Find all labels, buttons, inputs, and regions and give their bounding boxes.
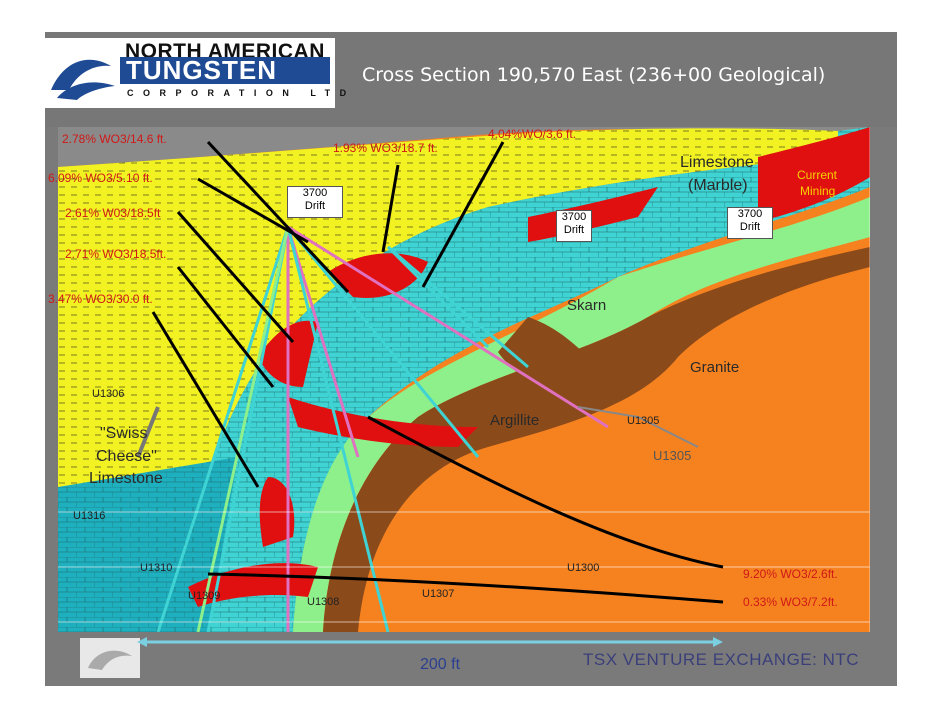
drill-holes (156, 225, 609, 632)
swiss-cheese-label-1: "Swiss (100, 425, 148, 442)
ore-zone-upper (328, 253, 428, 298)
logo-wave-icon (51, 59, 115, 100)
current-mining-label-1: Current (797, 168, 838, 182)
hole-label-u1306: U1306 (92, 388, 125, 400)
drift-1-label: Drift (304, 200, 326, 212)
footer-logo-icon (80, 638, 140, 678)
assay-label-5: 3.47% WO3/30.0 ft. (48, 292, 153, 306)
assay-label-9: 0.33% WO3/7.2ft. (743, 595, 838, 609)
drift-box-1: 3700 Drift (287, 186, 343, 218)
assay-arrows (151, 140, 724, 604)
hole-label-u1305: U1305 (627, 415, 660, 427)
assay-label-7: 4.04%WO/3.6 ft. (488, 127, 577, 141)
drift-3-level: 3700 (737, 208, 763, 220)
ore-zone-current-mining (758, 127, 870, 222)
ore-zone-mid (288, 397, 478, 447)
upper-background (58, 127, 870, 167)
skarn-label: Skarn (567, 297, 607, 314)
scale-label: 200 ft (420, 656, 461, 673)
cross-section-map (58, 127, 870, 632)
drift-box-3: 3700 Drift (727, 207, 773, 239)
drift-2-label: Drift (563, 224, 585, 236)
assay-label-8: 9.20% WO3/2.6ft. (743, 567, 838, 581)
drift-3-label: Drift (739, 221, 761, 233)
drift-box-2: 3700 Drift (556, 210, 592, 242)
assay-label-2: 6.09% WO3/5.10 ft. (48, 171, 153, 185)
drift-2-level: 3700 (561, 211, 587, 223)
assay-label-6: 1.93% WO3/18.7 ft. (333, 141, 438, 155)
hole-label-u1308: U1308 (307, 596, 340, 608)
current-mining-label-2: Mining (800, 184, 836, 198)
hole-label-u1307: U1307 (422, 588, 455, 600)
page-title: Cross Section 190,570 East (236+00 Geolo… (362, 64, 826, 86)
logo-text-line2: TUNGSTEN (120, 57, 330, 84)
limestone-label: Limestone (680, 154, 754, 171)
granite-label: Granite (690, 359, 740, 376)
drift-1-level: 3700 (302, 187, 328, 199)
hole-label-u1316: U1316 (73, 510, 106, 522)
hole-label-u1310: U1310 (140, 562, 173, 574)
assay-label-4: 2.71% WO3/18.5ft. (65, 247, 167, 261)
swiss-cheese-label-2: Cheese" (96, 448, 157, 465)
marble-label: (Marble) (688, 177, 748, 194)
logo-text-line3: CORPORATION LTD (127, 88, 356, 98)
skarn-area (293, 197, 870, 632)
exchange-label: TSX VENTURE EXCHANGE: NTC (583, 650, 860, 669)
hole-label-u1309: U1309 (188, 590, 221, 602)
assay-label-3: 2.61% W03/18.5ft (65, 206, 161, 220)
swiss-cheese-label-3: Limestone (89, 470, 163, 487)
argillite-label: Argillite (490, 412, 540, 429)
scale-bar (137, 637, 723, 647)
assay-label-1: 2.78% WO3/14.6 ft. (62, 132, 167, 146)
hole-label-u1300: U1300 (567, 562, 600, 574)
hole-label-u1305-secondary: U1305 (653, 448, 692, 463)
